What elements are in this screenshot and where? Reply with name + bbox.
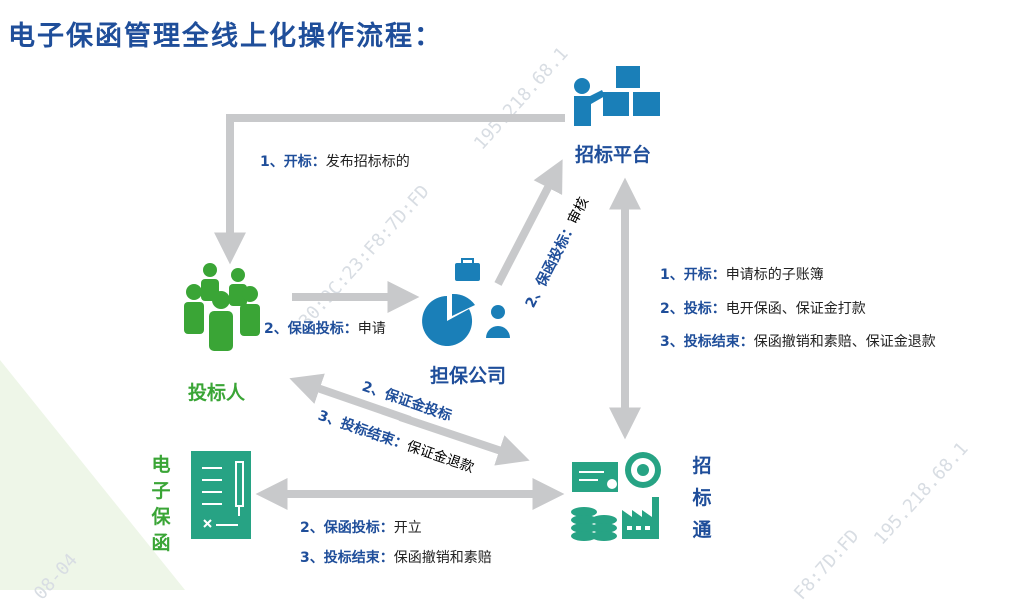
arrow-guarantor-to-platform xyxy=(494,159,563,286)
bidder-group-icon xyxy=(184,263,260,351)
corner-decoration xyxy=(0,360,185,590)
label-guarantee-zbt-1-text: 开立 xyxy=(393,520,422,536)
label-platform-zbt-2-head: 2、投标： xyxy=(660,301,726,317)
label-guarantee-zbt-2-text: 保函撤销和素赔 xyxy=(393,550,492,566)
label-platform-zbt-3: 3、投标结束：保函撤销和素赔、保证金退款 xyxy=(660,331,936,351)
guarantee-char-4: 函 xyxy=(151,532,171,554)
zbt-char-1: 招 xyxy=(692,455,712,477)
label-bidder-guarantee: 2、保函投标：申请 xyxy=(264,318,386,338)
arrow-platform-to-bidder xyxy=(214,114,565,265)
label-platform-zbt-2: 2、投标：电开保函、保证金打款 xyxy=(660,298,866,318)
label-guarantee-zbt-1: 2、保函投标：开立 xyxy=(300,517,422,537)
label-platform-zbt-1: 1、开标：申请标的子账簿 xyxy=(660,264,824,284)
node-guarantor: 担保公司 xyxy=(430,365,507,387)
flow-arrows xyxy=(214,114,641,510)
label-platform-zbt-1-text: 申请标的子账簿 xyxy=(725,267,824,283)
guarantor-icon xyxy=(422,258,510,346)
node-bidder: 投标人 xyxy=(188,382,246,404)
node-bidding-platform: 招标平台 xyxy=(575,144,652,166)
arrow-zbt-to-bidder xyxy=(289,373,412,424)
label-open-bid-text: 发布招标标的 xyxy=(325,154,410,170)
zbt-char-3: 通 xyxy=(692,519,712,541)
guarantee-char-2: 子 xyxy=(151,480,171,502)
label-open-bid-head: 1、开标： xyxy=(260,154,326,170)
label-open-bid: 1、开标：发布招标标的 xyxy=(260,151,410,171)
page-title: 电子保函管理全线上化操作流程： xyxy=(8,21,443,52)
guarantee-char-3: 保 xyxy=(151,506,171,528)
label-guarantee-zbt-1-head: 2、保函投标： xyxy=(300,520,394,536)
label-bidder-guarantee-head: 2、保函投标： xyxy=(264,321,358,337)
zbt-char-2: 标 xyxy=(692,487,712,509)
node-electronic-guarantee: 电 子 保 函 xyxy=(150,452,172,556)
arrow-bidder-to-zbt xyxy=(398,413,530,466)
guarantee-char-1: 电 xyxy=(151,454,171,476)
label-bidder-guarantee-text: 申请 xyxy=(357,321,386,337)
zbt-icon xyxy=(571,452,661,541)
node-zbt: 招 标 通 xyxy=(691,450,713,546)
label-platform-zbt-1-head: 1、开标： xyxy=(660,267,726,283)
guarantee-document-icon xyxy=(191,451,251,539)
label-platform-zbt-3-head: 3、投标结束： xyxy=(660,334,754,350)
label-guarantee-zbt-2-head: 3、投标结束： xyxy=(300,550,394,566)
label-platform-zbt-3-text: 保函撤销和素赔、保证金退款 xyxy=(753,334,936,350)
label-platform-zbt-2-text: 电开保函、保证金打款 xyxy=(725,301,866,317)
label-guarantee-zbt-2: 3、投标结束：保函撤销和素赔 xyxy=(300,547,492,567)
bidding-platform-icon xyxy=(574,66,660,126)
